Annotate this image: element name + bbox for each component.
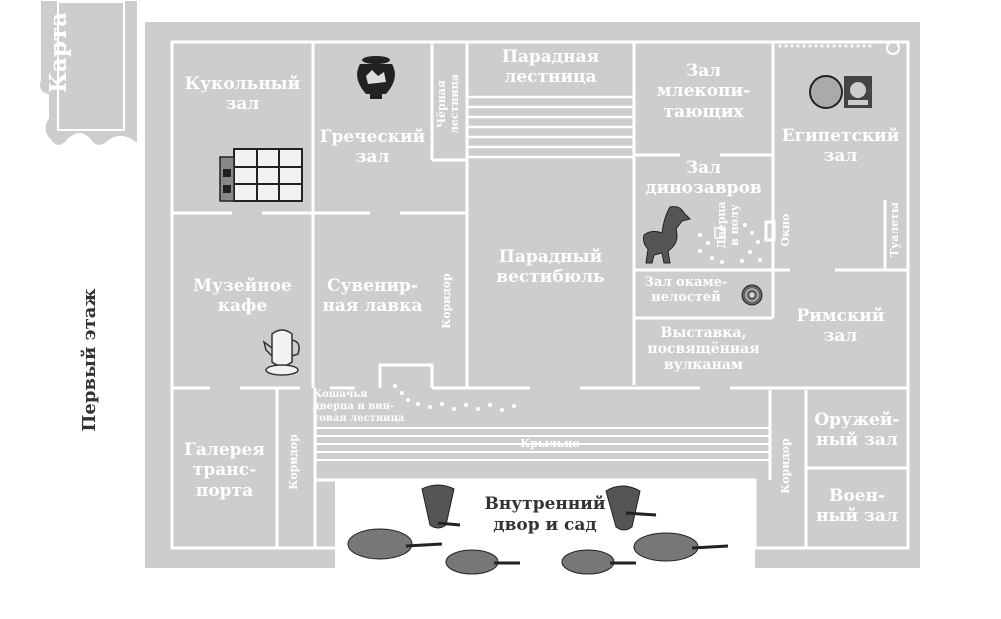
tree-icon xyxy=(561,549,636,575)
tree-icon xyxy=(605,485,657,531)
floor-door-label[interactable]: Дверца в полу xyxy=(715,201,741,249)
transport-gallery-label[interactable]: Галерея транс- порта xyxy=(184,440,265,501)
grand-staircase-label[interactable]: Парадная лестница xyxy=(501,47,600,88)
teapot-icon xyxy=(262,329,300,376)
egyptian-artifact-icon xyxy=(809,75,872,109)
egyptian-hall-label[interactable]: Египетский зал xyxy=(781,126,900,167)
doll-hall-label[interactable]: Кукольный зал xyxy=(184,74,301,115)
porch-label[interactable]: Крыльцо xyxy=(520,437,580,450)
military-hall-label[interactable]: Воен- ный зал xyxy=(816,486,898,527)
corridor-right-label[interactable]: Коридор xyxy=(779,438,792,494)
toilets-label[interactable]: Туалеты xyxy=(888,202,901,257)
corridor-left-label[interactable]: Коридор xyxy=(287,434,300,490)
tree-icon xyxy=(633,532,728,562)
tree-icon xyxy=(445,549,520,575)
armory-hall-label[interactable]: Оружей- ный зал xyxy=(814,410,900,451)
dinosaur-icon xyxy=(643,206,691,264)
museum-cafe-label[interactable]: Музейное кафе xyxy=(193,276,292,317)
volcano-exhibit-label[interactable]: Выставка, посвящённая вулканам xyxy=(647,325,760,374)
mammal-hall-label[interactable]: Зал млекопи- тающих xyxy=(656,61,751,122)
map-tab[interactable] xyxy=(0,0,145,155)
fossil-hall-label[interactable]: Зал окаме- нелостей xyxy=(644,275,728,305)
floor-plan xyxy=(145,22,920,568)
courtyard-area[interactable] xyxy=(335,480,755,585)
back-stairs-label[interactable]: Чёрная лестница xyxy=(435,74,461,134)
cat-door-label[interactable]: Кошачья дверца и вин- товая лестница xyxy=(313,389,405,424)
tree-icon xyxy=(347,528,442,560)
courtyard-label[interactable]: Внутренний двор и сад xyxy=(484,494,606,536)
dinosaur-hall-label[interactable]: Зал динозавров xyxy=(645,158,762,199)
greek-hall-label[interactable]: Греческий зал xyxy=(319,127,426,168)
souvenir-shop-label[interactable]: Сувенир- ная лавка xyxy=(322,276,423,317)
dollhouse-icon xyxy=(219,148,303,202)
ammonite-icon xyxy=(741,284,763,306)
window-label: Окно xyxy=(779,213,792,247)
grand-vestibule-label[interactable]: Парадный вестибюль xyxy=(496,247,605,288)
tree-icon xyxy=(421,484,461,529)
corridor-center-label[interactable]: Коридор xyxy=(440,273,453,329)
roman-hall-label[interactable]: Римский зал xyxy=(796,306,885,347)
vase-icon xyxy=(357,56,395,99)
